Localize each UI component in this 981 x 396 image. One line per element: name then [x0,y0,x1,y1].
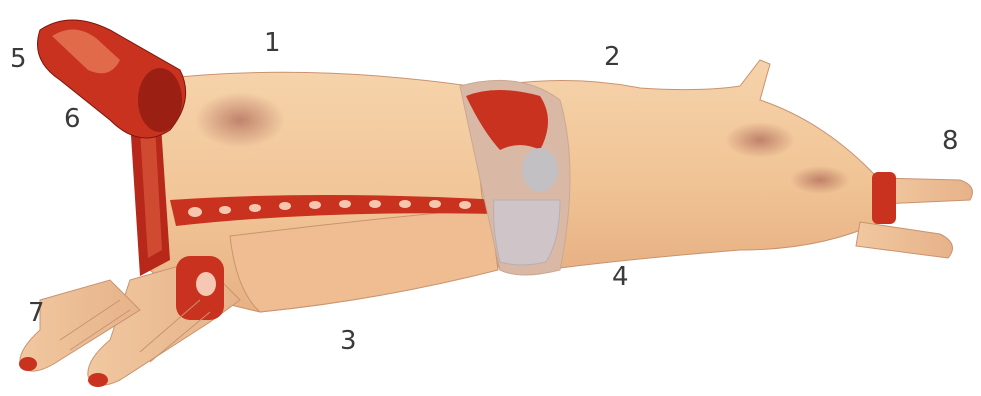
neck-joint [138,68,182,132]
bruise-mark [790,166,850,194]
label-4: 4 [612,264,629,290]
bruise-mark [725,122,795,158]
mid-cut-bone [522,148,558,192]
label-5: 5 [10,46,27,72]
hind-foot-lower [856,222,953,258]
label-2: 2 [604,44,621,70]
label-3: 3 [340,328,357,354]
mid-cut-lower [494,200,560,265]
bruise-mark [195,92,285,148]
trotter-end [19,357,37,371]
hind-cut-ring [872,172,896,224]
trotter-end [88,373,108,387]
label-7: 7 [28,300,45,326]
front-leg-bone [196,272,216,296]
label-6: 6 [64,106,81,132]
label-1: 1 [264,30,281,56]
label-8: 8 [942,128,959,154]
